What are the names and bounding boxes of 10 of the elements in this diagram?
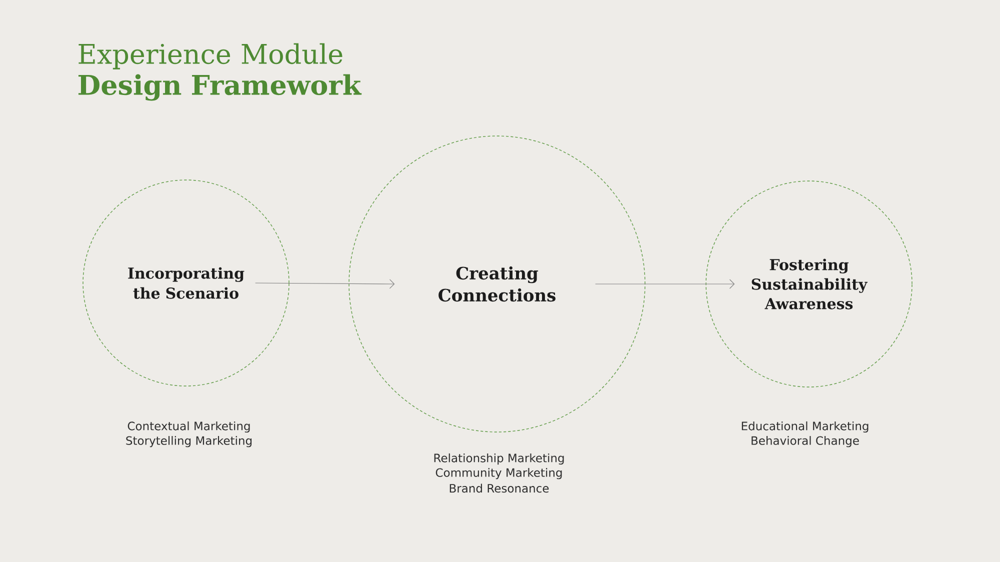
list-item: Brand Resonance bbox=[450, 484, 549, 493]
list-item: Relationship Marketing bbox=[434, 453, 564, 465]
list-item: Storytelling Marketing bbox=[126, 436, 252, 448]
title: Experience Module Design Framework bbox=[78, 43, 362, 101]
list-item: Educational Marketing bbox=[742, 421, 868, 433]
arrow bbox=[255, 279, 395, 289]
list-item: Contextual Marketing bbox=[128, 421, 250, 433]
arrow bbox=[595, 279, 735, 289]
list-item: Behavioral Change bbox=[752, 436, 859, 448]
list-item: Community Marketing bbox=[436, 468, 562, 480]
